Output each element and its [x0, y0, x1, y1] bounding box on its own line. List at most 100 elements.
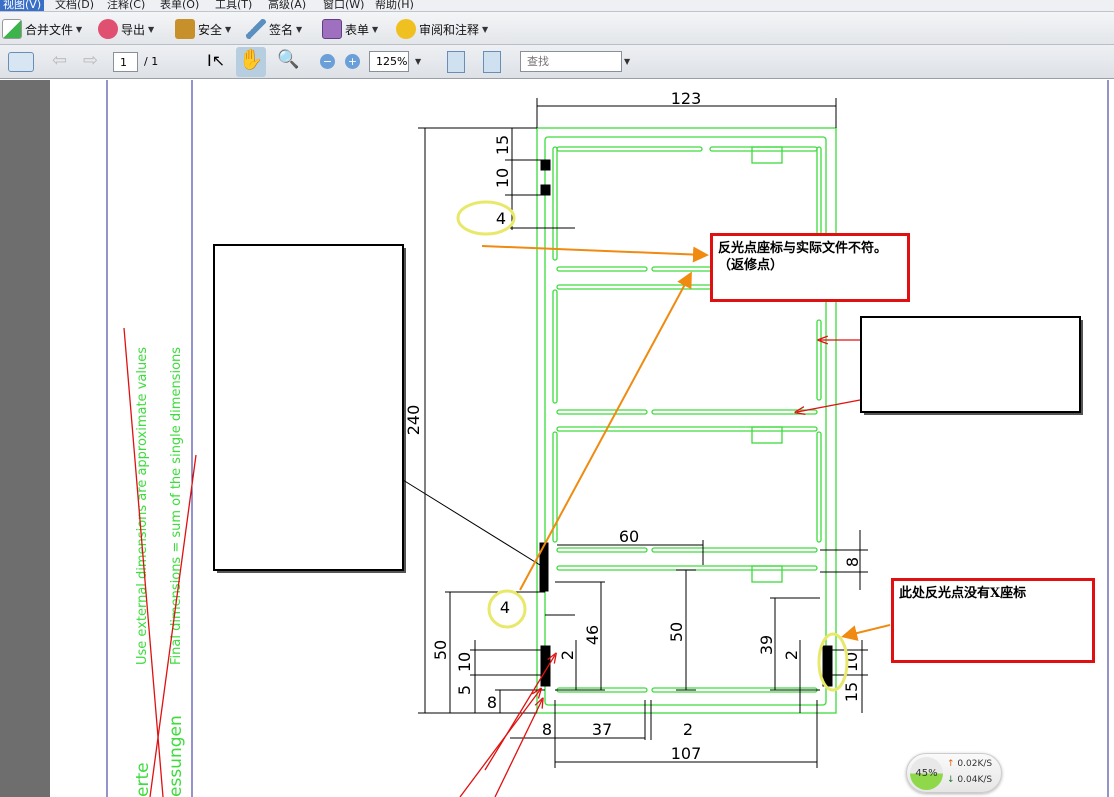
task-toolbar: 合并文件▼ 导出▼ 安全▼ 签名▼ 表单▼ 审阅和注释▼ [0, 12, 1114, 45]
combine-files-button[interactable]: 合并文件▼ [2, 17, 82, 41]
note-approx-values: Use external dimensions are approximate … [135, 347, 150, 665]
dimension-label: 8 [487, 693, 497, 712]
forms-label: 表单 [345, 22, 370, 37]
dimension-label: 107 [671, 744, 702, 763]
dimension-label: 123 [671, 89, 702, 108]
export-icon [98, 19, 118, 39]
prev-page-icon[interactable]: ⇦ [52, 50, 68, 71]
forms-button[interactable]: 表单▼ [322, 17, 378, 41]
dimension-label: 15 [493, 135, 512, 155]
part-outline [536, 127, 837, 714]
dimension-label: 240 [404, 405, 423, 436]
dimension-label: 5 [455, 685, 474, 695]
fit-width-icon[interactable] [447, 51, 465, 73]
dimension-label: 2 [782, 650, 801, 660]
orange-arrows [481, 245, 891, 641]
menu-bar: 视图(V) 文档(D) 注释(C) 表单(O) 工具(T) 高级(A) 窗口(W… [0, 0, 1114, 12]
dimension-label: 39 [757, 635, 776, 655]
dimension-label: 2 [558, 650, 577, 660]
dimension-label: 60 [619, 527, 639, 546]
highlight-ellipses [456, 200, 849, 692]
zoom-dropdown-icon[interactable]: ▼ [415, 57, 422, 66]
page-number-input[interactable]: 1 [113, 52, 138, 72]
dimension-label: 10 [842, 652, 861, 672]
note-fragment-2: essungen [166, 715, 186, 797]
caret-icon: ▼ [76, 24, 83, 34]
dimension-label: 8 [843, 557, 862, 567]
caret-icon: ▼ [296, 24, 303, 34]
fit-page-icon[interactable] [483, 51, 501, 73]
select-tool-icon[interactable]: I↖ [207, 51, 226, 70]
dimension-label: 4 [496, 209, 506, 228]
dimension-labels: 123 240 15 10 4 60 8 4 50 10 5 8 2 46 50… [404, 89, 862, 763]
review-label: 审阅和注释 [419, 22, 480, 37]
note-text: 反光点座标与实际文件不符。 [718, 241, 888, 256]
side-notes: Use external dimensions are approximate … [133, 347, 186, 797]
dimension-label: 15 [842, 682, 861, 702]
menu-view[interactable]: 视图(V) [0, 0, 45, 11]
callout-boxes [213, 244, 1083, 573]
note-text: 此处反光点没有X座标 [899, 586, 1027, 601]
menu-document[interactable]: 文档(D) [55, 0, 95, 11]
dimension-label: 2 [683, 720, 693, 739]
annotation-note-mismatch[interactable]: 反光点座标与实际文件不符。 （返修点） [710, 233, 910, 302]
dimension-lines [418, 98, 868, 768]
caret-icon: ▼ [225, 24, 232, 34]
menu-window[interactable]: 窗口(W) [323, 0, 365, 11]
find-input[interactable] [520, 51, 622, 72]
export-label: 导出 [121, 22, 146, 37]
dimension-label: 10 [455, 652, 474, 672]
secure-label: 安全 [198, 22, 223, 37]
export-button[interactable]: 导出▼ [98, 17, 154, 41]
menu-tools[interactable]: 工具(T) [215, 0, 253, 11]
caret-icon: ▼ [372, 24, 379, 34]
email-icon[interactable] [8, 52, 34, 72]
note-text-rework: （返修点） [718, 258, 784, 273]
dimension-label: 50 [431, 640, 450, 660]
dimension-label: 37 [592, 720, 612, 739]
hand-tool-icon[interactable]: ✋ [236, 47, 266, 77]
navigation-pane [0, 80, 50, 797]
sign-label: 签名 [269, 22, 294, 37]
marquee-zoom-icon[interactable]: 🔍 [277, 49, 300, 70]
zoom-in-icon[interactable]: + [345, 54, 360, 69]
find-dropdown-icon[interactable]: ▼ [624, 57, 631, 66]
zoom-level-select[interactable]: 125% [369, 51, 409, 72]
usage-gauge: 45% [910, 757, 943, 790]
dimension-label: 10 [493, 168, 512, 188]
combine-label: 合并文件 [25, 22, 74, 37]
upload-speed: 0.02K/S [957, 759, 993, 769]
next-page-icon[interactable]: ⇨ [83, 50, 99, 71]
caret-icon: ▼ [148, 24, 155, 34]
dimension-label: 46 [583, 625, 602, 645]
menu-advanced[interactable]: 高级(A) [268, 0, 307, 11]
annotation-note-no-x[interactable]: 此处反光点没有X座标 [891, 578, 1095, 663]
combine-icon [2, 19, 22, 39]
menu-comments[interactable]: 注释(C) [107, 0, 146, 11]
review-comment-button[interactable]: 审阅和注释▼ [396, 17, 488, 41]
page-frame [106, 80, 1109, 797]
caret-icon: ▼ [482, 24, 489, 34]
dimension-label: 4 [500, 598, 510, 617]
menu-help[interactable]: 帮助(H) [375, 0, 414, 11]
note-fragment-1: erte [133, 762, 153, 797]
form-icon [322, 19, 342, 39]
network-speed-widget[interactable]: 45% ↑ 0.02K/S ↓ 0.04K/S [906, 753, 1002, 793]
dimension-label: 8 [542, 720, 552, 739]
pen-icon [246, 19, 266, 39]
strike-lines [123, 327, 197, 797]
upload-icon: ↑ [947, 759, 955, 769]
dimension-label: 50 [667, 622, 686, 642]
zoom-out-icon[interactable]: − [320, 54, 335, 69]
red-arrows [459, 340, 861, 797]
lock-icon [175, 19, 195, 39]
navigation-toolbar: ⇦ ⇨ 1 / 1 I↖ ✋ 🔍 − + 125% ▼ ▼ [0, 45, 1114, 79]
comment-bubble-icon [396, 19, 416, 39]
menu-forms[interactable]: 表单(O) [160, 0, 200, 11]
sign-button[interactable]: 签名▼ [246, 17, 302, 41]
note-final-dimensions: Final dimensions = sum of the single dim… [169, 347, 184, 665]
secure-button[interactable]: 安全▼ [175, 17, 231, 41]
page-total: / 1 [144, 55, 159, 68]
download-speed: 0.04K/S [957, 775, 993, 785]
